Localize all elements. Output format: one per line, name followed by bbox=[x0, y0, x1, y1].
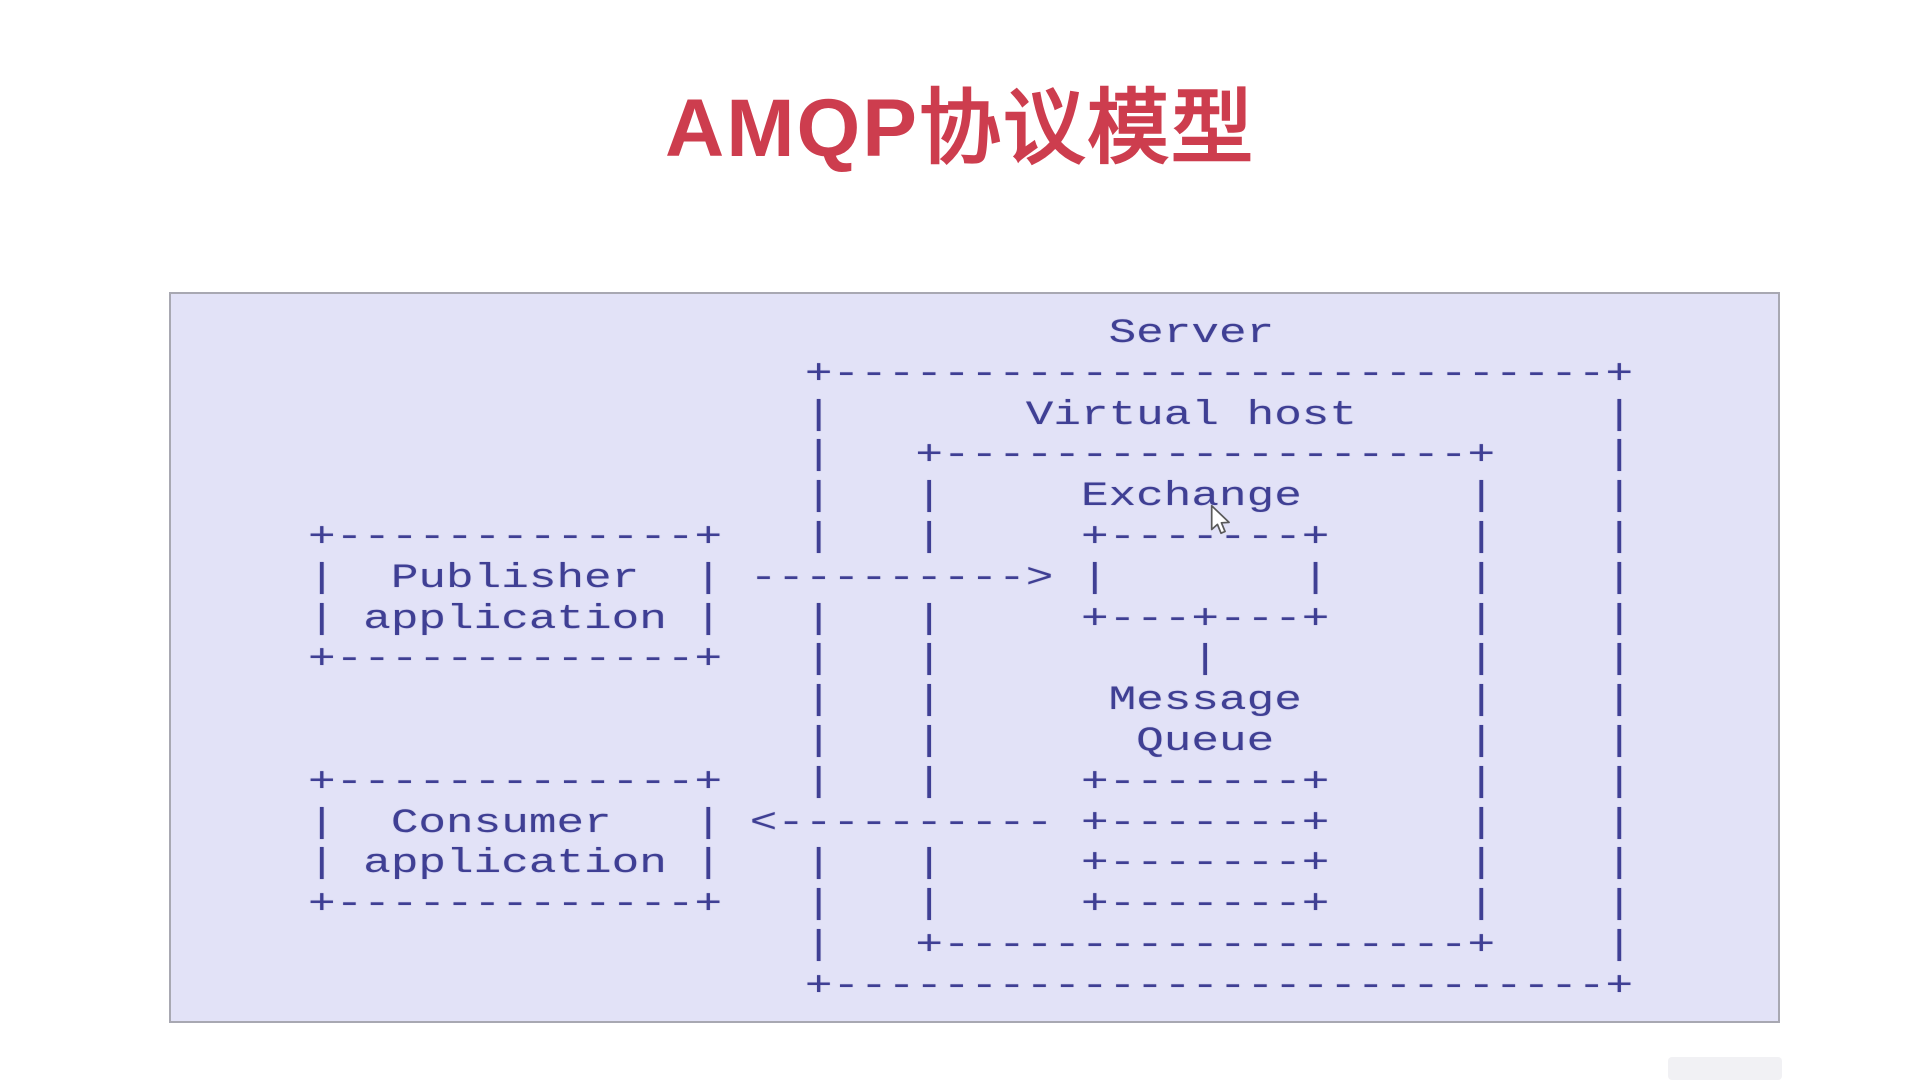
mouse-cursor-icon bbox=[1210, 505, 1230, 535]
amqp-diagram-panel: Server +----------------------------+ | … bbox=[169, 292, 1780, 1023]
ascii-protocol-diagram: Server +----------------------------+ | … bbox=[308, 315, 1634, 1006]
corner-overlay bbox=[1668, 1057, 1782, 1080]
page-title: AMQP协议模型 bbox=[664, 83, 1255, 174]
